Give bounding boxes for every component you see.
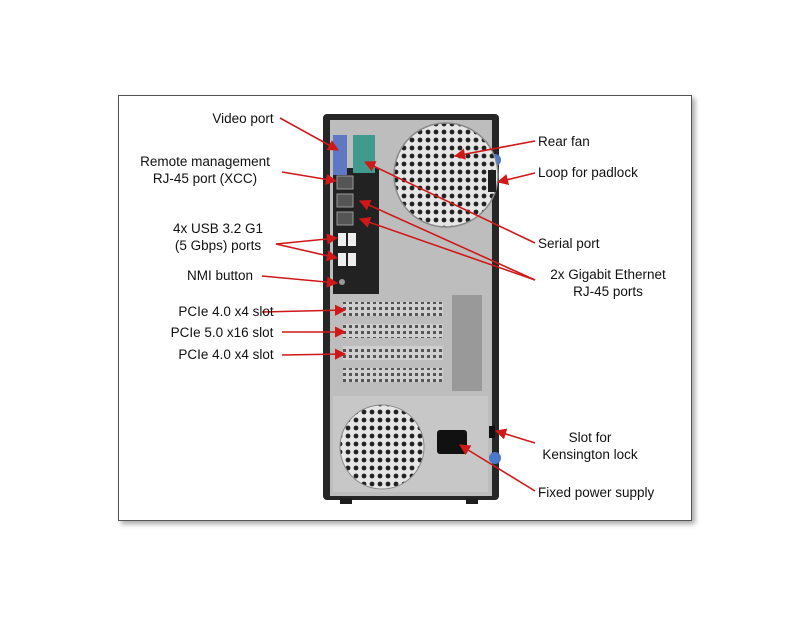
xcc-rj45-port <box>336 175 354 190</box>
usb-port <box>338 233 346 246</box>
expansion-slots <box>343 295 482 391</box>
usb-port <box>338 253 346 266</box>
ethernet-port <box>336 211 354 226</box>
nmi-button <box>339 279 345 285</box>
rear-fan <box>393 122 499 228</box>
label-usb-ports: 4x USB 3.2 G1 <box>173 221 263 236</box>
label-remote-management: Remote management <box>140 154 270 169</box>
left-labels: Video port Remote management RJ-45 port … <box>140 111 274 362</box>
label-video-port: Video port <box>212 111 274 126</box>
label-remote-management-port: RJ-45 port (XCC) <box>153 171 257 186</box>
label-nmi-button: NMI button <box>187 268 253 283</box>
video-port <box>333 135 347 175</box>
pcie-slot-4 <box>343 368 443 382</box>
label-usb-speed: (5 Gbps) ports <box>175 238 262 253</box>
label-pcie-slot-1: PCIe 4.0 x4 slot <box>178 304 274 319</box>
label-power-supply: Fixed power supply <box>538 485 655 500</box>
pcie-slot-2 <box>343 324 443 338</box>
label-padlock-loop: Loop for padlock <box>538 165 638 180</box>
serial-port <box>353 135 375 173</box>
slot-bracket <box>452 295 482 391</box>
power-inlet <box>437 430 467 454</box>
label-kensington-slot: Slot for <box>569 430 612 445</box>
label-ethernet-ports: RJ-45 ports <box>573 284 643 299</box>
label-serial-port: Serial port <box>538 236 600 251</box>
chassis-foot <box>466 498 478 504</box>
label-gigabit-ethernet: 2x Gigabit Ethernet <box>550 267 666 282</box>
kensington-slot <box>489 426 495 438</box>
power-supply <box>333 396 495 492</box>
ethernet-port <box>336 193 354 208</box>
io-panel <box>333 135 379 294</box>
right-labels: Rear fan Loop for padlock Serial port 2x… <box>538 134 666 500</box>
blue-handle <box>489 452 501 464</box>
label-rear-fan: Rear fan <box>538 134 590 149</box>
callout-arrows <box>261 117 536 492</box>
usb-port <box>348 253 356 266</box>
chassis-foot <box>340 498 352 504</box>
padlock-loop <box>488 170 496 192</box>
label-pcie-slot-2: PCIe 5.0 x16 slot <box>171 325 274 340</box>
pcie-slot-3 <box>343 346 443 360</box>
pcie-slot-1 <box>343 302 443 316</box>
psu-fan <box>339 404 425 490</box>
label-kensington-lock: Kensington lock <box>542 447 638 462</box>
usb-port <box>348 233 356 246</box>
label-pcie-slot-3: PCIe 4.0 x4 slot <box>178 347 274 362</box>
